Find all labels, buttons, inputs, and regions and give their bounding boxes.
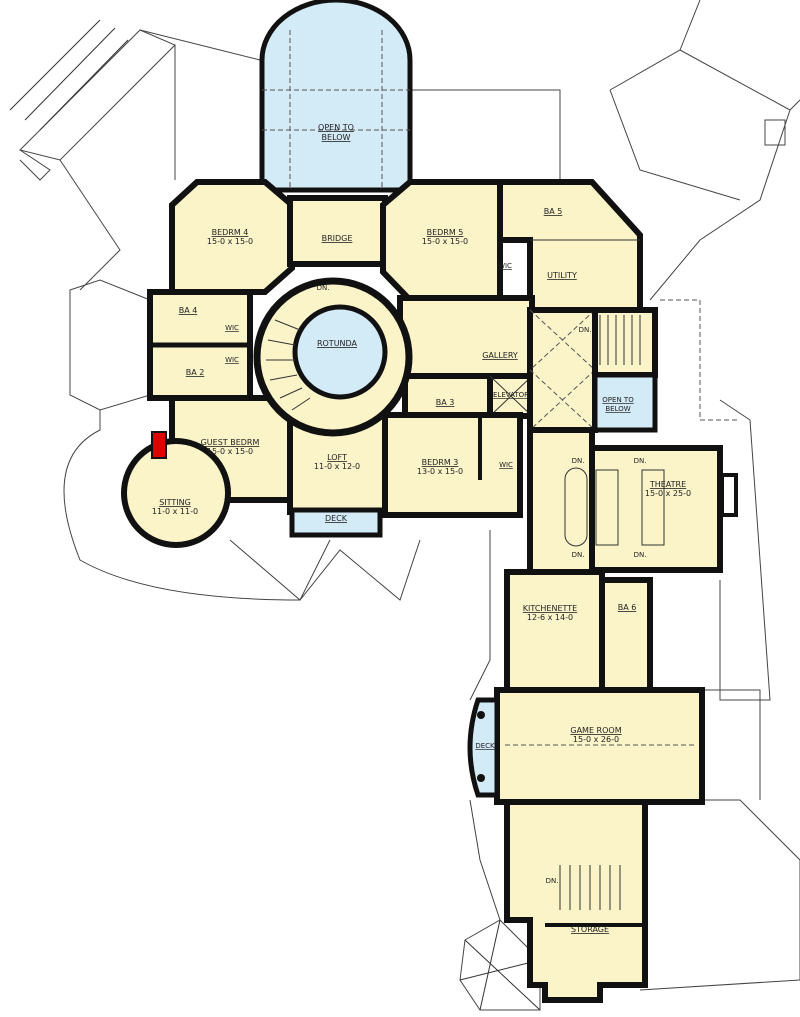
- roof-lines: [9, 0, 800, 1011]
- kitchenette-dims: 12-6 x 14-0: [527, 613, 573, 622]
- open-to-below-stair-label2: BELOW: [605, 405, 630, 413]
- wic4-label: WIC: [225, 324, 239, 332]
- bridge: [287, 195, 388, 267]
- loft-label: LOFT: [327, 453, 347, 462]
- theatre-dn-2: DN.: [634, 457, 647, 465]
- theatre-label: THEATRE: [649, 480, 686, 489]
- bedrm5-label: BEDRM 5: [427, 228, 464, 237]
- guest-bedrm-dims: 15-0 x 15-0: [207, 447, 253, 456]
- game-room-label: GAME ROOM: [570, 726, 621, 735]
- open-to-below-top: [259, 0, 413, 193]
- ba5-label: BA 5: [544, 207, 563, 216]
- open-to-below-top-label: OPEN TO: [318, 123, 354, 132]
- stair-dn: DN.: [579, 326, 592, 334]
- stair: [592, 307, 658, 378]
- wic5-label: WIC: [498, 262, 512, 270]
- deck-side-label: DECK: [475, 742, 495, 750]
- fireplace-icon: [151, 431, 167, 459]
- theatre: [589, 445, 723, 573]
- wic2-label: WIC: [225, 356, 239, 364]
- game-room: [494, 687, 705, 805]
- deck-side: [467, 697, 500, 798]
- game-room-dims: 15-0 x 26-0: [573, 735, 619, 744]
- rotunda-dn: DN.: [317, 284, 330, 292]
- ba3: [402, 373, 493, 419]
- wic3-label: WIC: [499, 461, 513, 469]
- sitting-label: SITTING: [159, 498, 191, 507]
- storage-label: STORAGE: [571, 925, 609, 934]
- deck-front-label: DECK: [325, 514, 348, 523]
- ba6: [599, 577, 653, 693]
- ba4-label: BA 4: [179, 306, 198, 315]
- kitchenette-label: KITCHENETTE: [523, 604, 577, 613]
- ba5-area: [497, 179, 643, 313]
- rotunda-open: [292, 304, 388, 400]
- bedrm5-dims: 15-0 x 15-0: [422, 237, 468, 246]
- theatre-seats: [564, 467, 665, 547]
- theatre-dn-4: DN.: [634, 551, 647, 559]
- bedrm3-dims: 13-0 x 15-0: [417, 467, 463, 476]
- guest-bedrm-label: GUEST BEDRM: [201, 438, 260, 447]
- deck-front: [289, 507, 383, 538]
- theatre-dn-1: DN.: [572, 457, 585, 465]
- loft-dims: 11-0 x 12-0: [314, 462, 360, 471]
- theatre-dn-3: DN.: [572, 551, 585, 559]
- utility-label: UTILITY: [547, 271, 577, 280]
- bedrm4-dims: 15-0 x 15-0: [207, 237, 253, 246]
- lower-stair-dn: DN.: [546, 877, 559, 885]
- open-to-below-stair-label: OPEN TO: [602, 396, 634, 404]
- theatre-dims: 15-0 x 25-0: [645, 489, 691, 498]
- bedrm3-label: BEDRM 3: [422, 458, 459, 467]
- elevator-label: ELEVATOR: [493, 391, 529, 399]
- sitting-dims: 11-0 x 11-0: [152, 507, 198, 516]
- bedrm-3: [382, 412, 523, 518]
- rotunda-label: ROTUNDA: [317, 339, 358, 348]
- bridge-label: BRIDGE: [322, 234, 353, 243]
- open-to-below-stair: [592, 372, 658, 433]
- open-to-below-top-label2: BELOW: [322, 133, 351, 142]
- kitchenette: [504, 569, 605, 693]
- lower-stair-storage: [504, 799, 648, 1003]
- ba3-label: BA 3: [436, 398, 455, 407]
- bedrm4-label: BEDRM 4: [212, 228, 249, 237]
- gallery-label: GALLERY: [482, 351, 518, 360]
- sitting: [121, 438, 231, 548]
- ba6-label: BA 6: [618, 603, 637, 612]
- gallery: [397, 295, 535, 379]
- ba2-label: BA 2: [186, 368, 205, 377]
